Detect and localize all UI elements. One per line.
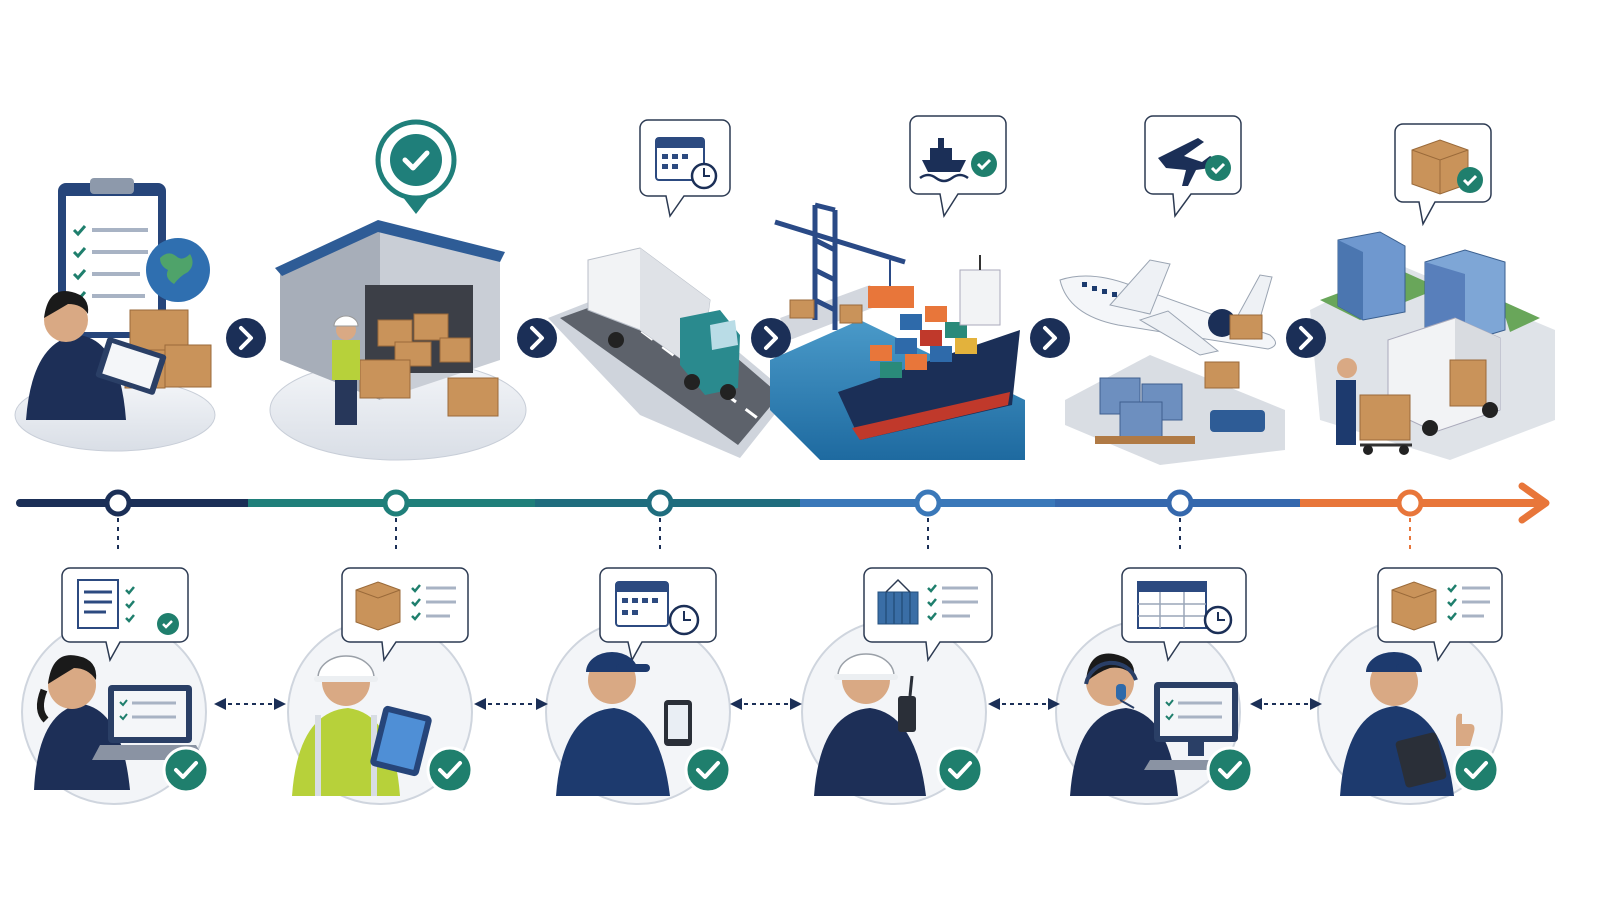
timeline-node: [382, 489, 410, 517]
check-badge-icon: [162, 746, 210, 794]
stage-3-personnel: [545, 567, 732, 805]
chevron-right-icon: [517, 318, 557, 358]
chevron-right-icon: [1030, 318, 1070, 358]
operator-headset-icon: [1070, 653, 1238, 796]
stage-truck-illustration: [548, 119, 790, 458]
calendar-clock-icon: [639, 119, 731, 218]
document-checklist-icon: [61, 567, 189, 663]
check-badge-icon: [936, 746, 984, 794]
stage-connector-chevrons: [226, 318, 1326, 358]
chevron-right-icon: [226, 318, 266, 358]
warehouse-worker-icon: [332, 315, 360, 425]
courier-thumbs-up-icon: [1340, 652, 1475, 796]
timeline-arrowhead-icon: [1518, 482, 1550, 524]
stage-1-personnel: [21, 567, 210, 805]
timeline-node: [1396, 489, 1424, 517]
stage-2-personnel: [287, 567, 474, 805]
timeline-node: [104, 489, 132, 517]
driver-phone-icon: [556, 652, 692, 796]
calendar-clock-icon: [599, 567, 717, 663]
schedule-table-clock-icon: [1121, 567, 1247, 662]
stage-warehouse-illustration: [269, 119, 527, 461]
ship-check-icon: [909, 115, 1007, 219]
stage-5-personnel: [1055, 567, 1254, 805]
stage-6-personnel: [1317, 567, 1503, 805]
courier-with-trolley-icon: [1336, 358, 1412, 455]
process-timeline: [16, 482, 1550, 550]
port-worker-radio-icon: [814, 653, 926, 796]
airplane-check-icon: [1144, 115, 1242, 219]
stage-delivery-illustration: [1310, 123, 1555, 460]
check-badge-icon: [426, 746, 474, 794]
timeline-node: [1166, 489, 1194, 517]
stage-order-planning-illustration: [14, 178, 216, 452]
check-badge-icon: [1452, 746, 1500, 794]
stage-air-freight-illustration: [1059, 115, 1285, 465]
package-check-icon: [1394, 123, 1492, 227]
check-badge-icon: [684, 746, 732, 794]
timeline-node: [646, 489, 674, 517]
check-badge-icon: [1206, 746, 1254, 794]
package-checklist-icon: [341, 567, 469, 663]
stage-4-personnel: [801, 567, 993, 805]
planner-person-icon: [26, 291, 167, 420]
container-checklist-icon: [863, 567, 993, 663]
office-worker-laptop-icon: [34, 655, 205, 790]
warehouse-worker-tablet-icon: [292, 655, 432, 796]
timeline-node: [914, 489, 942, 517]
chevron-right-icon: [751, 318, 791, 358]
package-checklist-icon: [1377, 567, 1503, 662]
map-pin-check-icon: [375, 119, 457, 214]
chevron-right-icon: [1286, 318, 1326, 358]
stage-sea-freight-illustration: [770, 115, 1025, 460]
